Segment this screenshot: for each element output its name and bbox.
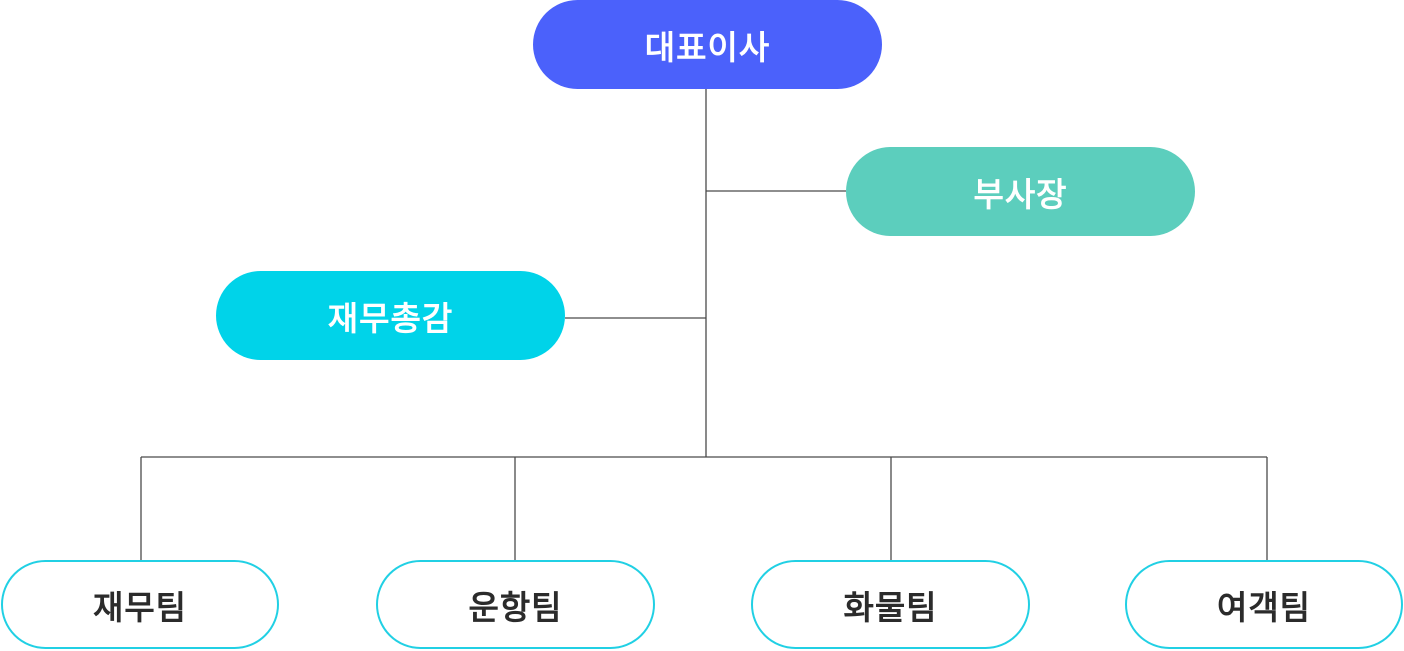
team-label: 화물팀 [843,587,938,627]
team-node-passenger: 여객팀 [1125,560,1403,649]
team-label: 여객팀 [1216,587,1312,627]
ceo-label: 대표이사 [644,27,771,67]
team-node-operations: 운항팀 [376,560,655,649]
team-node-cargo: 화물팀 [751,560,1030,649]
team-label: 운항팀 [468,587,563,627]
team-label: 재무팀 [92,587,188,627]
team-node-finance: 재무팀 [1,560,279,649]
cfo-node: 재무총감 [216,271,565,360]
cfo-label: 재무총감 [327,298,454,338]
ceo-node: 대표이사 [533,0,882,89]
vice-president-label: 부사장 [973,174,1068,214]
vice-president-node: 부사장 [846,147,1195,236]
